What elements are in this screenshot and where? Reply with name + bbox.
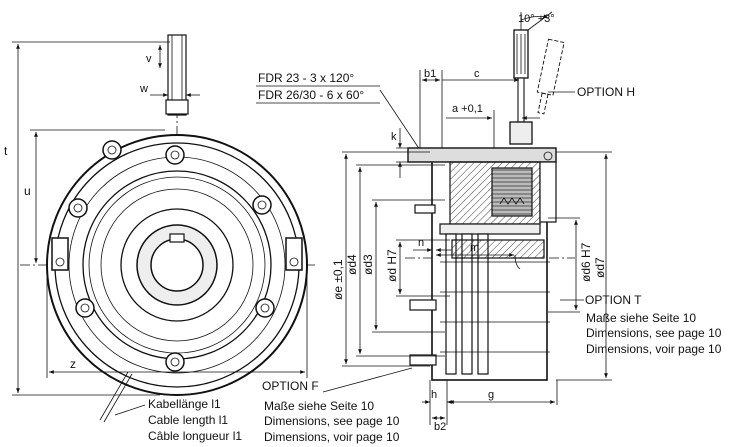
right-lug [285, 237, 303, 271]
option-f-note-de: Maße siehe Seite 10 [264, 399, 374, 413]
option-t-note-fr: Dimensions, voir page 10 [586, 342, 722, 356]
screw-bottom-left [75, 298, 95, 318]
top-flange [407, 147, 557, 163]
dim-a-label: a +0,1 [452, 103, 483, 115]
dim-w-label: w [139, 83, 148, 95]
dim-n-label: n [418, 237, 424, 249]
dim-g-label: g [488, 389, 494, 401]
left-lug [51, 237, 69, 271]
dim-d3-label: ød3 [361, 254, 375, 275]
dim-d6-label: ød6 H7 [579, 242, 593, 282]
screw-top-right [165, 145, 185, 165]
dim-d-label: ød H7 [385, 249, 399, 282]
front-view: v w t u z Kabellänge l1 Cable length l1 … [4, 34, 315, 443]
dim-c-label: c [474, 68, 480, 80]
dim-b1-label: b1 [424, 68, 436, 80]
dim-t-label: t [4, 144, 8, 158]
cable-stub [167, 34, 187, 116]
screw-bottom [165, 352, 185, 372]
option-t-label: OPTION T [585, 293, 642, 307]
dim-m-label: m [470, 242, 479, 254]
option-t-note-en: Dimensions, see page 10 [586, 326, 722, 340]
bolt-lower [409, 354, 437, 366]
screw-right-upper [252, 195, 272, 215]
lever-tilted [536, 38, 565, 115]
option-f-label: OPTION F [262, 379, 319, 393]
cable-note-fr: Câble longueur l1 [148, 429, 242, 443]
dim-k-label: k [391, 131, 397, 143]
bore [150, 238, 204, 292]
dim-b2-label: b2 [434, 421, 446, 433]
screw-bottom-right [255, 298, 275, 318]
friction-disk-1 [445, 233, 457, 375]
fdr-note-line1: FDR 23 - 3 x 120° [258, 71, 354, 85]
option-t-note-de: Maße siehe Seite 10 [586, 311, 696, 325]
coil [491, 167, 533, 217]
section-view: 10° +3° OPTION H b1 c a +0,1 k øe ±0,1 ø… [262, 11, 722, 444]
fdr-note-line2: FDR 26/30 - 6 x 60° [258, 88, 364, 102]
lever-nut [509, 121, 533, 145]
dim-u-label: u [24, 184, 31, 198]
cable-note-en: Cable length l1 [148, 413, 228, 427]
angle-label: 10° +3° [518, 13, 555, 25]
dim-h-label: h [431, 389, 437, 401]
screw-left-upper [68, 198, 88, 218]
dim-z-label: z [70, 357, 76, 371]
armature-plate [439, 223, 541, 235]
keyway [169, 233, 185, 243]
friction-disk-3 [477, 233, 489, 375]
screw-top-left [102, 140, 122, 160]
spring [499, 197, 525, 205]
bolt-middle [409, 299, 437, 311]
dim-v-label: v [146, 53, 152, 65]
dim-e-label: øe ±0,1 [331, 259, 345, 300]
dim-d7-label: ød7 [593, 257, 607, 278]
fdr-note: FDR 23 - 3 x 120° FDR 26/30 - 6 x 60° [256, 71, 421, 151]
option-h-label: OPTION H [577, 85, 635, 99]
dim-d4-label: ød4 [345, 254, 359, 275]
option-f-note-en: Dimensions, see page 10 [264, 414, 400, 428]
cable-note-de: Kabellänge l1 [148, 397, 221, 411]
friction-disk-2 [461, 233, 473, 375]
bolt-upper [414, 204, 436, 214]
option-f-note-fr: Dimensions, voir page 10 [264, 430, 400, 444]
